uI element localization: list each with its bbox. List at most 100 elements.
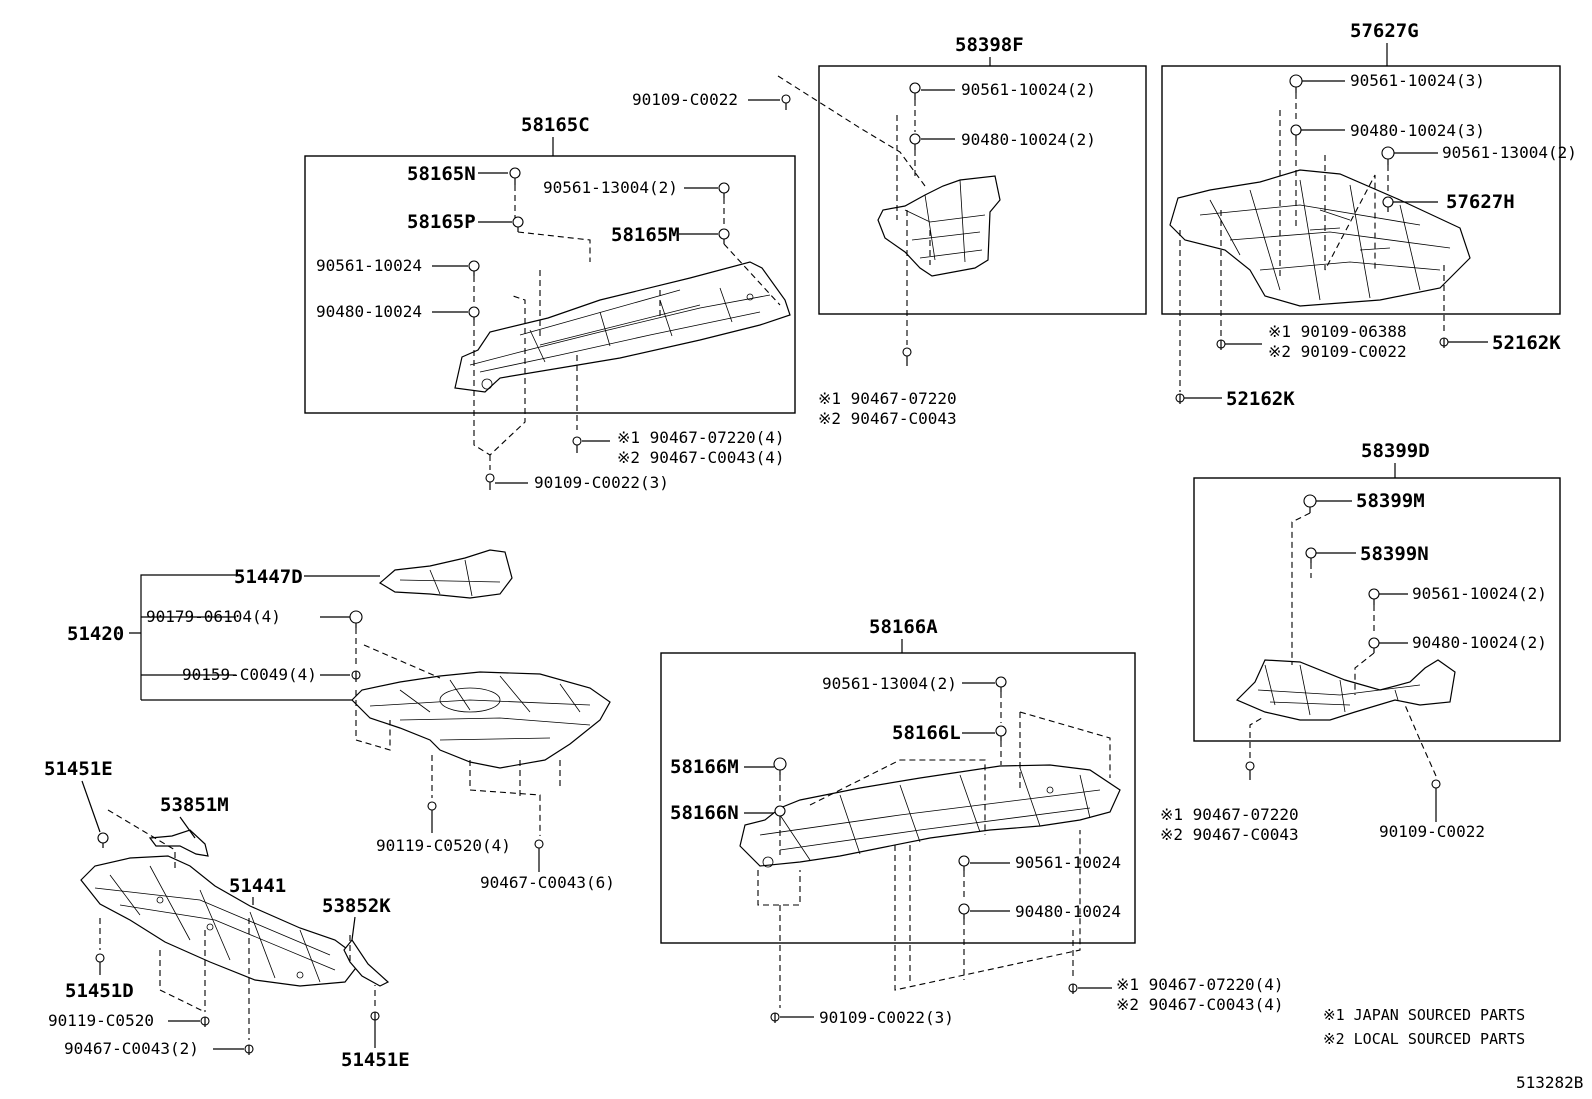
clip-icon[interactable] (909, 82, 921, 100)
bolt-icon[interactable] (1175, 393, 1185, 404)
clip-icon[interactable] (1368, 588, 1380, 605)
label-90119-C0520[interactable]: 90119-C0520 (48, 1011, 154, 1030)
label-90561-10024[interactable]: 90561-10024 (316, 256, 422, 275)
label-90467-C0043-6[interactable]: 90467-C0043(6) (480, 873, 615, 892)
label-90179-06104-4[interactable]: 90179-06104(4) (146, 607, 281, 626)
screw-icon[interactable] (770, 1012, 780, 1023)
bolt-icon[interactable] (1439, 337, 1449, 348)
bolt-icon[interactable] (95, 953, 105, 968)
center-floor-cover-part[interactable] (1169, 169, 1471, 307)
clip-icon[interactable] (1303, 494, 1317, 513)
label-90119-C0520-4[interactable]: 90119-C0520(4) (376, 836, 511, 855)
group-title-58166A[interactable]: 58166A (869, 616, 938, 638)
label-90109-C0022-3[interactable]: 90109-C0022(3) (819, 1008, 954, 1027)
label-52162K[interactable]: 52162K (1226, 388, 1295, 410)
label-90561-10024-2[interactable]: 90561-10024(2) (1412, 584, 1547, 603)
clip-icon[interactable] (781, 94, 791, 110)
screw-icon[interactable] (200, 1016, 210, 1027)
label-bolt-local[interactable]: ※2 90467-C0043(4) (1116, 995, 1284, 1014)
clip-icon[interactable] (512, 216, 524, 232)
label-58166M[interactable]: 58166M (670, 756, 739, 778)
screw-icon[interactable] (485, 473, 495, 490)
group-title-51420[interactable]: 51420 (67, 623, 124, 645)
label-bolt-local[interactable]: ※2 90467-C0043 (1160, 825, 1299, 844)
engine-under-cover-51441-part[interactable] (80, 855, 363, 987)
bolt-icon[interactable] (351, 670, 361, 682)
label-90480-10024-3[interactable]: 90480-10024(3) (1350, 121, 1485, 140)
group-title-58165C[interactable]: 58165C (521, 114, 590, 136)
side-cover-58398F-part[interactable] (877, 175, 1001, 277)
bolt-icon[interactable] (349, 610, 363, 628)
label-90159-C0049-4[interactable]: 90159-C0049(4) (182, 665, 317, 684)
clip-icon[interactable] (773, 757, 787, 775)
label-58166N[interactable]: 58166N (670, 802, 739, 824)
nut-icon[interactable] (468, 306, 480, 320)
nut-icon[interactable] (774, 805, 786, 820)
nut-icon[interactable] (1305, 547, 1317, 563)
label-90480-10024-2[interactable]: 90480-10024(2) (1412, 633, 1547, 652)
nut-icon[interactable] (1382, 196, 1394, 212)
label-90561-10024[interactable]: 90561-10024 (1015, 853, 1121, 872)
nut-icon[interactable] (958, 903, 970, 919)
group-title-58398F[interactable]: 58398F (955, 34, 1024, 56)
label-90561-13004-2[interactable]: 90561-13004(2) (543, 178, 678, 197)
group-title-57627G[interactable]: 57627G (1350, 20, 1419, 42)
bolt-icon[interactable] (244, 1044, 254, 1055)
label-51451E[interactable]: 51451E (44, 758, 113, 780)
label-57627H[interactable]: 57627H (1446, 191, 1515, 213)
label-bolt-japan[interactable]: ※1 90467-07220(4) (1116, 975, 1284, 994)
group-title-51441[interactable]: 51441 (229, 875, 286, 897)
label-90480-10024[interactable]: 90480-10024 (1015, 902, 1121, 921)
bolt-icon[interactable] (534, 839, 544, 856)
label-90109-C0022[interactable]: 90109-C0022 (1379, 822, 1485, 841)
label-bolt-japan[interactable]: ※1 90467-07220 (1160, 805, 1299, 824)
label-58166L[interactable]: 58166L (892, 722, 961, 744)
bolt-icon[interactable] (1216, 339, 1226, 350)
nut-icon[interactable] (1368, 637, 1380, 653)
label-bolt-local[interactable]: ※2 90467-C0043 (818, 409, 957, 428)
bolt-icon[interactable] (1245, 761, 1255, 780)
group-title-58399D[interactable]: 58399D (1361, 440, 1430, 462)
label-90467-C0043-2[interactable]: 90467-C0043(2) (64, 1039, 199, 1058)
clip-icon[interactable] (468, 260, 480, 276)
bracket-53852K-part[interactable] (343, 938, 390, 987)
label-90561-10024-2[interactable]: 90561-10024(2) (961, 80, 1096, 99)
clip-icon[interactable] (718, 228, 730, 244)
nut-icon[interactable] (995, 725, 1007, 741)
bolt-icon[interactable] (1431, 779, 1441, 798)
label-bolt-local[interactable]: ※2 90109-C0022 (1268, 342, 1407, 361)
clip-icon[interactable] (97, 832, 109, 848)
bolt-icon[interactable] (902, 347, 912, 366)
nut-icon[interactable] (909, 133, 921, 150)
label-90561-13004-2[interactable]: 90561-13004(2) (1442, 143, 1577, 162)
side-cover-58399D-part[interactable] (1235, 659, 1456, 721)
engine-under-cover-51447D-part[interactable] (378, 549, 513, 599)
bolt-icon[interactable] (572, 436, 582, 453)
label-58399N[interactable]: 58399N (1360, 543, 1429, 565)
label-58165P[interactable]: 58165P (407, 211, 476, 233)
screw-icon[interactable] (427, 801, 437, 820)
engine-under-cover-51420-part[interactable] (351, 671, 611, 769)
label-90480-10024-2[interactable]: 90480-10024(2) (961, 130, 1096, 149)
label-bolt-japan[interactable]: ※1 90467-07220(4) (617, 428, 785, 447)
clip-icon[interactable] (1381, 146, 1395, 165)
bracket-53851M-part[interactable] (148, 829, 209, 857)
label-bolt-japan[interactable]: ※1 90109-06388 (1268, 322, 1407, 341)
label-51451E[interactable]: 51451E (341, 1049, 410, 1071)
engine-under-cover-lh-part[interactable] (739, 764, 1121, 867)
label-90109-C0022[interactable]: 90109-C0022 (632, 90, 738, 109)
label-58399M[interactable]: 58399M (1356, 490, 1425, 512)
label-90480-10024[interactable]: 90480-10024 (316, 302, 422, 321)
label-53852K[interactable]: 53852K (322, 895, 391, 917)
bolt-icon[interactable] (370, 1011, 380, 1022)
label-90561-10024-3[interactable]: 90561-10024(3) (1350, 71, 1485, 90)
label-bolt-local[interactable]: ※2 90467-C0043(4) (617, 448, 785, 467)
clip-icon[interactable] (509, 167, 521, 185)
label-90561-13004-2[interactable]: 90561-13004(2) (822, 674, 957, 693)
label-58165M[interactable]: 58165M (611, 224, 680, 246)
clip-icon[interactable] (1289, 74, 1303, 93)
label-52162K[interactable]: 52162K (1492, 332, 1561, 354)
clip-icon[interactable] (718, 182, 730, 198)
nut-icon[interactable] (1290, 124, 1302, 140)
label-53851M[interactable]: 53851M (160, 794, 229, 816)
